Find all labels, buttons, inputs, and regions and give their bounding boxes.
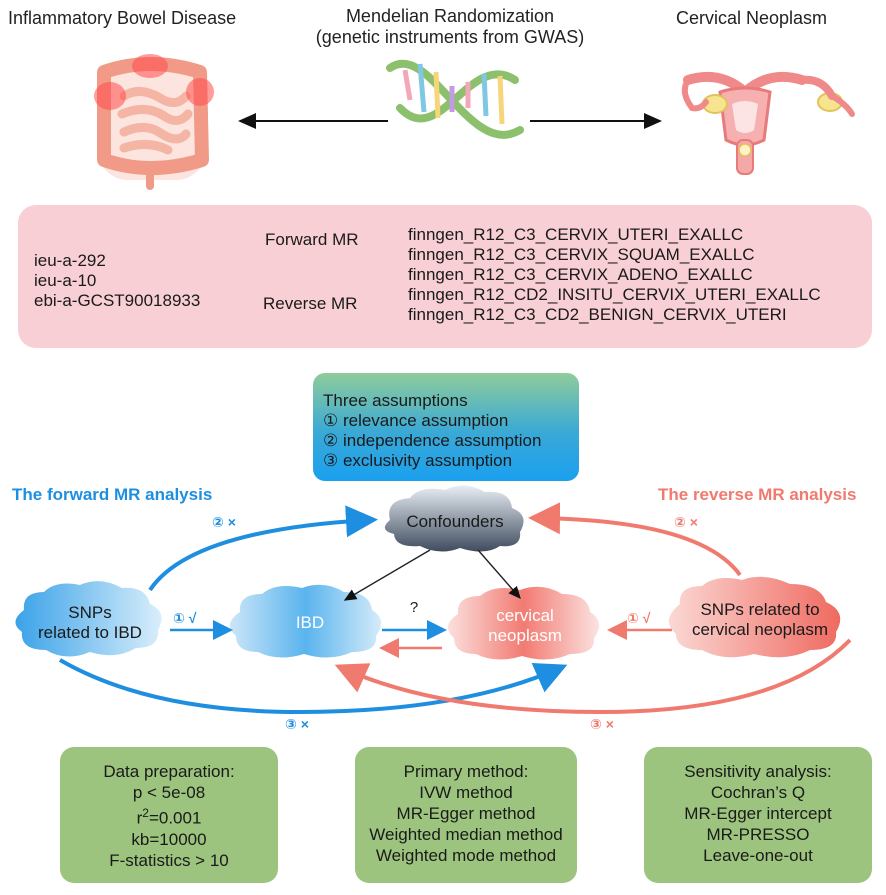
sensitivity-item: Leave-one-out xyxy=(703,846,813,865)
primary-method-box: Primary method: IVW method MR-Egger meth… xyxy=(355,747,577,883)
reverse-confounder-arc xyxy=(528,502,742,577)
reverse-exclusivity-arc xyxy=(334,638,852,715)
primary-method-item: Weighted mode method xyxy=(375,846,557,865)
question-mark: ? xyxy=(409,599,419,616)
r2-prefix: r xyxy=(136,808,143,828)
sensitivity-item: Cochran’s Q xyxy=(710,783,806,802)
reverse-mr-label: Reverse MR xyxy=(263,294,358,313)
primary-title: Primary method: xyxy=(403,762,529,781)
assumption-item: ① relevance assumption xyxy=(323,411,509,430)
forward-confounder-arc xyxy=(148,505,378,592)
cervical-label-2: neoplasm xyxy=(488,626,562,645)
header-cervical: Cervical Neoplasm xyxy=(676,8,828,28)
mark-exclusivity-forward: ③ × xyxy=(285,716,309,732)
data-prep-title: Data preparation: xyxy=(103,762,235,781)
reverse-analysis-title: The reverse MR analysis xyxy=(658,485,857,504)
ibd-cloud xyxy=(229,584,382,658)
r2-sup: 2 xyxy=(142,806,149,820)
cervical-cloud xyxy=(447,586,600,660)
mark-exclusivity-reverse: ③ × xyxy=(590,716,614,732)
cervical-dataset-id: finngen_R12_C3_CERVIX_SQUAM_EXALLC xyxy=(408,245,755,264)
assumptions-title: Three assumptions xyxy=(323,391,468,410)
mark-independence-reverse: ② × xyxy=(674,514,698,530)
r2-value: =0.001 xyxy=(148,808,202,828)
cervical-label-1: cervical xyxy=(496,606,554,625)
assumption-item: ③ exclusivity assumption xyxy=(323,451,513,470)
forward-analysis-title: The forward MR analysis xyxy=(12,485,213,504)
primary-method-item: Weighted median method xyxy=(369,825,563,844)
conf-to-ibd-arrow xyxy=(343,549,431,601)
snps-cervical-label-1: SNPs related to xyxy=(700,600,820,619)
ibd-label: IBD xyxy=(295,613,325,632)
data-prep-r2: r2=0.001 xyxy=(60,803,278,829)
ibd-dataset-list: ieu-a-292 ieu-a-10 ebi-a-GCST90018933 xyxy=(34,251,200,311)
confounders-cloud xyxy=(384,485,524,552)
sensitivity-item: MR-PRESSO xyxy=(706,825,810,844)
sensitivity-analysis-box: Sensitivity analysis: Cochran’s Q MR-Egg… xyxy=(644,747,872,883)
data-prep-p: p < 5e-08 xyxy=(132,783,206,802)
dna-illustration xyxy=(386,59,524,139)
mark-relevance-reverse: ① √ xyxy=(627,610,651,626)
snps-ibd-label-2: related to IBD xyxy=(38,623,142,642)
snps-ibd-cloud xyxy=(15,581,162,657)
sensitivity-title: Sensitivity analysis: xyxy=(684,762,832,781)
conf-to-cervical-arrow xyxy=(477,549,521,600)
header-ibd: Inflammatory Bowel Disease xyxy=(8,8,237,28)
mark-independence-forward: ② × xyxy=(212,514,236,530)
cervical-dataset-id: finngen_R12_C3_CERVIX_ADENO_EXALLC xyxy=(408,265,753,284)
snps-ibd-label-1: SNPs xyxy=(68,603,112,622)
data-preparation-box: Data preparation: p < 5e-08 r2=0.001 kb=… xyxy=(60,747,278,883)
mark-relevance-forward: ① √ xyxy=(173,610,197,626)
assumption-item: ② independence assumption xyxy=(323,431,542,450)
data-prep-f: F-statistics > 10 xyxy=(109,850,229,870)
sensitivity-item: MR-Egger intercept xyxy=(684,804,832,823)
header-mr-title: Mendelian Randomization xyxy=(345,6,555,26)
uterus-illustration xyxy=(681,72,855,175)
snps-cervical-label-2: cervical neoplasm xyxy=(691,620,829,639)
data-prep-kb: kb=10000 xyxy=(131,829,207,849)
forward-mr-label: Forward MR xyxy=(265,230,359,249)
cervical-dataset-id: finngen_R12_C3_CERVIX_UTERI_EXALLC xyxy=(408,225,744,244)
datasets-box xyxy=(18,205,872,348)
snps-cervical-cloud xyxy=(668,576,841,658)
cervical-dataset-id: finngen_R12_CD2_INSITU_CERVIX_UTERI_EXAL… xyxy=(408,285,821,304)
primary-method-item: MR-Egger method xyxy=(396,804,536,823)
header-mr-subtitle: (genetic instruments from GWAS) xyxy=(315,27,585,47)
assumptions-box: Three assumptions ① relevance assumption… xyxy=(313,373,579,481)
cervical-dataset-list: finngen_R12_C3_CERVIX_UTERI_EXALLC finng… xyxy=(408,225,821,325)
ibd-dataset-id: ebi-a-GCST90018933 xyxy=(34,291,201,310)
forward-exclusivity-arc xyxy=(59,658,568,715)
cervical-dataset-id: finngen_R12_C3_CD2_BENIGN_CERVIX_UTERI xyxy=(408,305,787,324)
confounders-label: Confounders xyxy=(406,512,504,531)
intestine-illustration xyxy=(94,54,214,190)
primary-method-item: IVW method xyxy=(419,783,513,802)
ibd-dataset-id: ieu-a-292 xyxy=(34,251,106,270)
ibd-dataset-id: ieu-a-10 xyxy=(34,271,97,290)
